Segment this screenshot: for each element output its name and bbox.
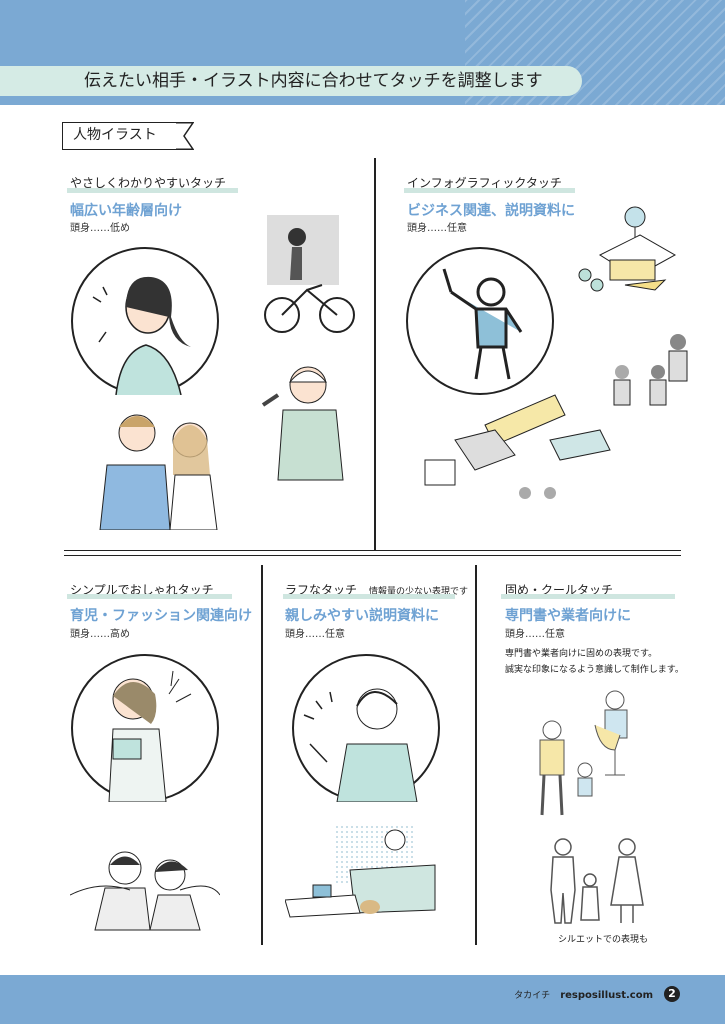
title-underline [501,594,675,599]
section-title: ラフなタッチ 情報量の少ない表現です [285,581,468,598]
section-title-text: ラフなタッチ [285,583,358,597]
worker-illustration [261,366,344,481]
section-note: 頭身……任意 [407,223,467,234]
people-group-illustration [613,334,688,406]
footer-band [0,975,725,1024]
tag-flag-notch [176,122,194,150]
family-cool-illustration [539,690,628,816]
title-underline [67,594,232,599]
section-subtitle: 育児・ファッション関連向け [70,608,252,624]
businesspeople-illustration [99,414,218,530]
divider-vertical [374,158,376,550]
section-description: 専門書や業者向けに固めの表現です。 誠実な印象になるよう意識して制作します。 [505,646,684,678]
section-note: 頭身……任意 [505,629,565,640]
section-title-note: 情報量の少ない表現です [369,587,469,597]
silhouette-family-illustration [550,838,644,924]
rough-woman-illustration [303,688,418,802]
category-tag: 人物イラスト [62,122,192,150]
silhouette-caption: シルエットでの表現も [558,935,649,945]
fashion-woman-illustration [108,670,192,802]
woman-pointing-illustration [92,276,191,395]
footer-brand: タカイチ [514,991,551,1001]
description-line: 専門書や業者向けに固めの表現です。 [505,649,658,659]
living-room-illustration [424,394,611,499]
section-title: シンプルでおしゃれタッチ [70,583,214,597]
airport-illustration [578,206,677,292]
section-note: 頭身……任意 [285,629,345,640]
family-pets-illustration [285,825,436,918]
footer-site: resposillust.com [560,990,653,1001]
description-line: 誠実な印象になるよう意識して制作します。 [505,665,684,675]
section-title: インフォグラフィックタッチ [407,176,562,190]
cyclist-illustration [264,215,355,333]
divider-horizontal [64,550,681,551]
couple-illustration [70,851,220,931]
page-number: 2 [664,986,680,1002]
title-underline [67,188,238,193]
footer-credit: タカイチ resposillust.com [514,988,653,1001]
section-subtitle: ビジネス関連、説明資料に [407,203,575,219]
section-subtitle: 親しみやすい説明資料に [285,608,439,624]
section-note: 頭身……高め [70,629,130,640]
section-title: やさしくわかりやすいタッチ [70,176,227,190]
title-underline [404,188,575,193]
section-subtitle: 専門書や業者向けに [505,608,631,624]
title-underline [283,594,455,599]
section-subtitle: 幅広い年齢層向け [70,203,182,219]
divider-vertical [261,565,263,945]
section-title: 固め・クールタッチ [505,583,614,597]
section-note: 頭身……低め [70,223,130,234]
header-banner: 伝えたい相手・イラスト内容に合わせてタッチを調整します [0,66,582,96]
divider-vertical [475,565,477,945]
pointer-person-illustration [442,268,523,380]
divider-horizontal [64,555,681,556]
